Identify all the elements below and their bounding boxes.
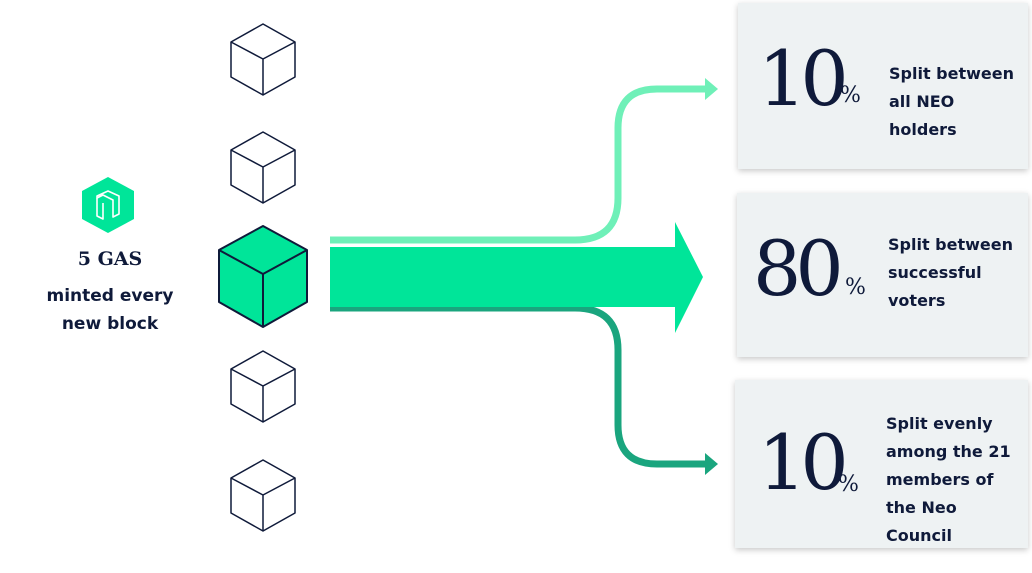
lower-arrowhead (705, 453, 718, 475)
block-cube-1 (230, 23, 296, 96)
main-flow-arrow (330, 222, 703, 333)
split-description: Split between all NEO holders (889, 64, 1014, 139)
block-cube-current (218, 225, 308, 328)
block-cube-5 (230, 459, 296, 532)
split-description: Split between successful voters (888, 235, 1013, 310)
lower-flow-arrow (330, 304, 705, 468)
percent-value: 80 (753, 224, 844, 313)
percent-sign: % (845, 275, 866, 300)
split-card-voters: 80 % Split between successful voters (737, 193, 1028, 357)
percent-sign: % (840, 83, 861, 108)
percent-value: 10 (758, 34, 849, 123)
upper-arrowhead (705, 78, 718, 100)
split-description: Split evenly among the 21 members of the… (886, 414, 1011, 545)
upper-flow-arrow (330, 85, 705, 244)
percent-sign: % (838, 472, 859, 497)
block-cube-2 (230, 131, 296, 204)
gas-amount-label: 5 GAS (77, 248, 143, 270)
gas-description: minted every new block (46, 286, 174, 334)
split-card-holders: 10 % Split between all NEO holders (738, 3, 1028, 169)
neo-logo-icon (82, 177, 134, 233)
percent-value: 10 (758, 418, 849, 507)
split-card-council: 10 % Split evenly among the 21 members o… (735, 380, 1028, 548)
block-cube-4 (230, 350, 296, 423)
